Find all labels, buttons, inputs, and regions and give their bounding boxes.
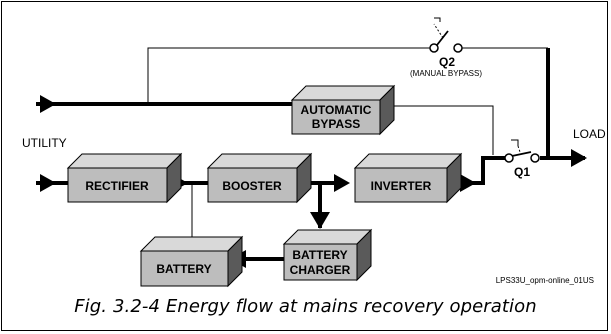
utility-label: UTILITY [22,136,67,150]
arrow-utility-bottom [40,174,56,192]
arrow-inverter-out [460,174,476,192]
source-ref: LPS33U_opm-online_01US [496,276,594,285]
arrow-down-to-charger [310,212,330,229]
q1-switch [504,139,540,163]
inverter-label: INVERTER [371,179,432,193]
q2-switch [429,17,463,53]
arrow-load [571,149,587,167]
manual-bypass-label: (MANUAL BYPASS) [410,69,482,78]
inverter-block: INVERTER [353,152,463,204]
figure-caption: Fig. 3.2-4 Energy flow at mains recovery… [74,296,537,317]
battery-charger-label-1: BATTERY [292,248,347,262]
battery-block: BATTERY [139,235,244,288]
arrow-utility-top [40,95,56,113]
battery-charger-block: BATTERY CHARGER [282,228,373,282]
booster-label: BOOSTER [222,179,282,193]
automatic-bypass-label-2: BYPASS [312,117,360,131]
thin-wiring [147,47,548,243]
q1-label: Q1 [514,165,530,179]
battery-label: BATTERY [156,262,211,276]
booster-block: BOOSTER [206,152,313,204]
automatic-bypass-block: AUTOMATIC BYPASS [290,84,396,136]
arrow-booster-out [334,174,350,192]
rectifier-label: RECTIFIER [85,179,149,193]
rectifier-block: RECTIFIER [66,152,183,204]
battery-charger-label-2: CHARGER [290,263,351,277]
automatic-bypass-label-1: AUTOMATIC [301,103,372,117]
load-label: LOAD [573,127,606,141]
q2-label: Q2 [439,55,455,69]
